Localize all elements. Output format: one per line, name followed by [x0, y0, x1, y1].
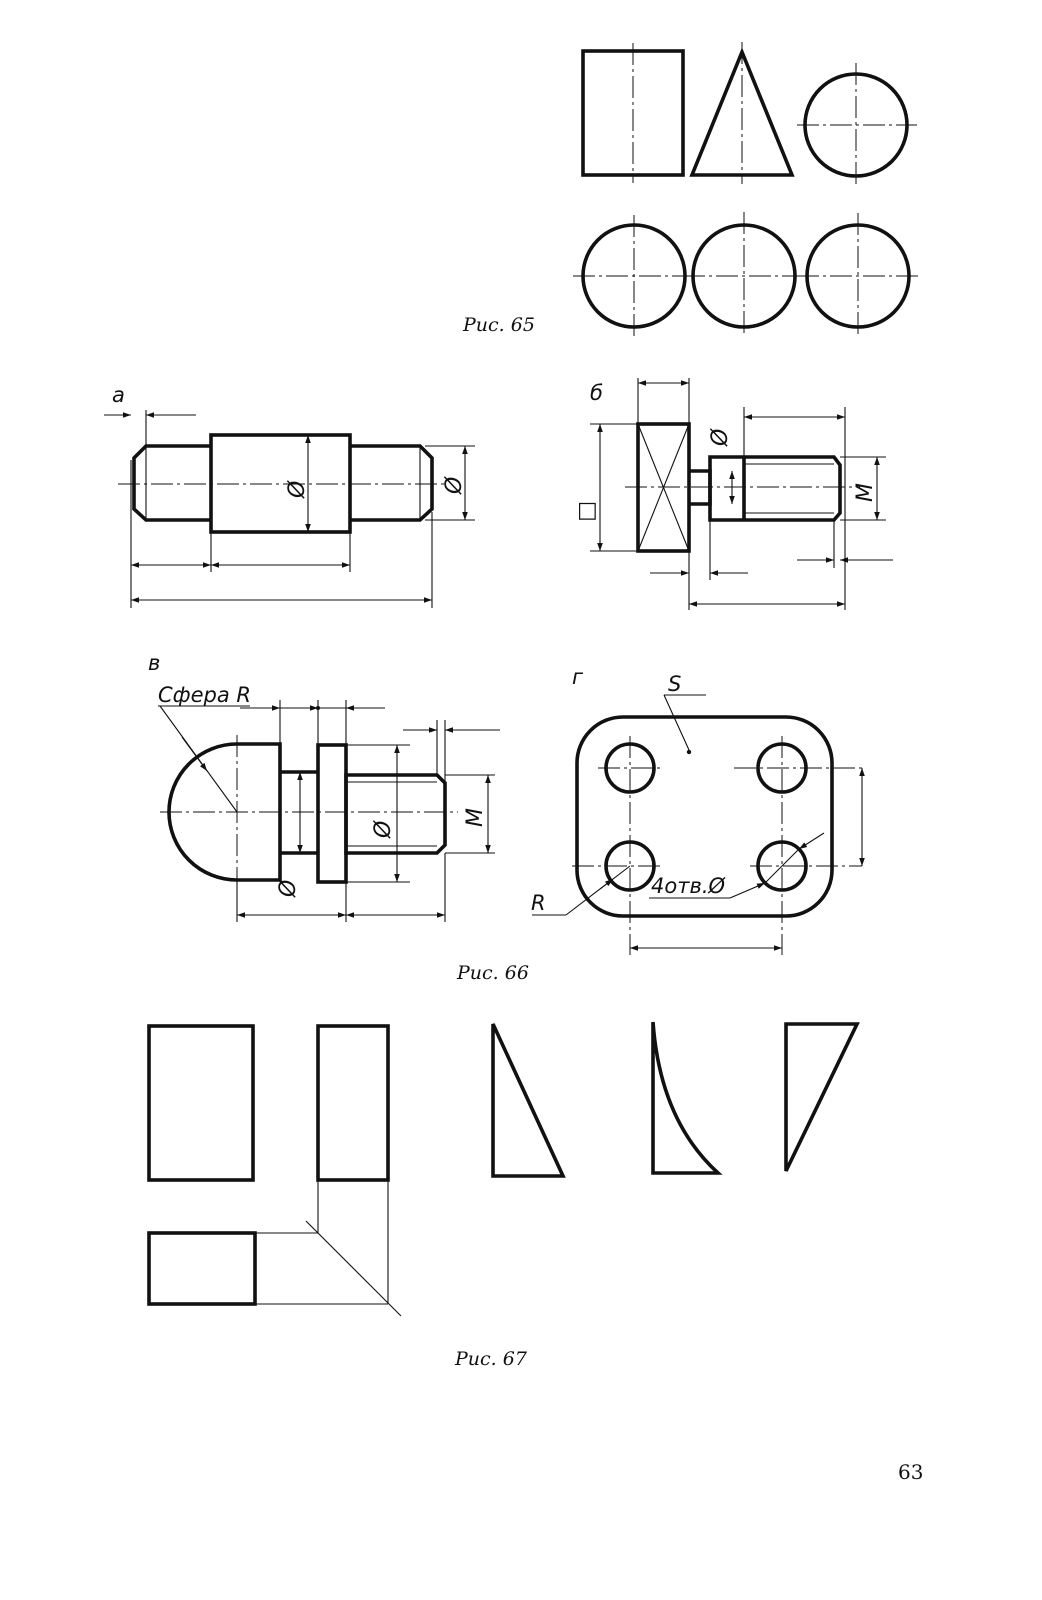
sphere-radius-label: Сфера R — [158, 683, 251, 707]
radius-label: R — [531, 891, 546, 915]
figure-65: Рис. 65 — [462, 42, 920, 337]
fig65-caption: Рис. 65 — [462, 314, 535, 336]
fig65-rectangle-view — [581, 43, 685, 183]
fig67-triangle-1 — [491, 1023, 566, 1178]
fig67-caption: Рис. 67 — [454, 1348, 528, 1370]
fig65-circle-view-1 — [573, 215, 695, 337]
thread-label-v: М — [463, 808, 488, 827]
view-label-g: г — [572, 665, 584, 689]
fig67-triangle-2 — [784, 1022, 860, 1172]
fig67-front-view — [147, 1024, 255, 1182]
figure-66-a-shaft: а Ø Ø — [104, 383, 475, 608]
thickness-label: S — [668, 672, 681, 696]
diameter-label-v1: Ø — [276, 879, 301, 898]
fig65-circle-view-top — [797, 63, 917, 185]
fig67-curved-triangle — [651, 1021, 723, 1175]
diameter-label-a1: Ø — [285, 480, 310, 499]
view-label-a: а — [112, 383, 125, 407]
fig67-top-view — [147, 1231, 257, 1306]
fig67-side-view — [316, 1024, 390, 1182]
figure-66-g-plate: г S R 4отв.Ø — [531, 665, 865, 955]
fig66-caption: Рис. 66 — [456, 962, 529, 984]
figure-66-v-sphere-bolt: в Сфера R — [148, 651, 500, 922]
page-number: 63 — [898, 1460, 923, 1484]
fig65-circle-view-2 — [683, 212, 805, 337]
fig65-circle-view-3 — [797, 213, 920, 337]
diameter-label-v2: Ø — [371, 820, 396, 839]
holes-label: 4отв.Ø — [651, 874, 725, 898]
thread-label-b: М — [853, 483, 878, 502]
fig65-triangle-view — [689, 42, 795, 184]
view-label-b: б — [590, 381, 603, 405]
figure-66-b-bolt: б Ø М □ — [577, 378, 893, 610]
diameter-label-b: Ø — [708, 428, 733, 447]
view-label-v: в — [148, 651, 160, 675]
square-label-b: □ — [577, 498, 598, 523]
figure-67 — [147, 1021, 860, 1317]
diameter-label-a2: Ø — [442, 476, 467, 495]
